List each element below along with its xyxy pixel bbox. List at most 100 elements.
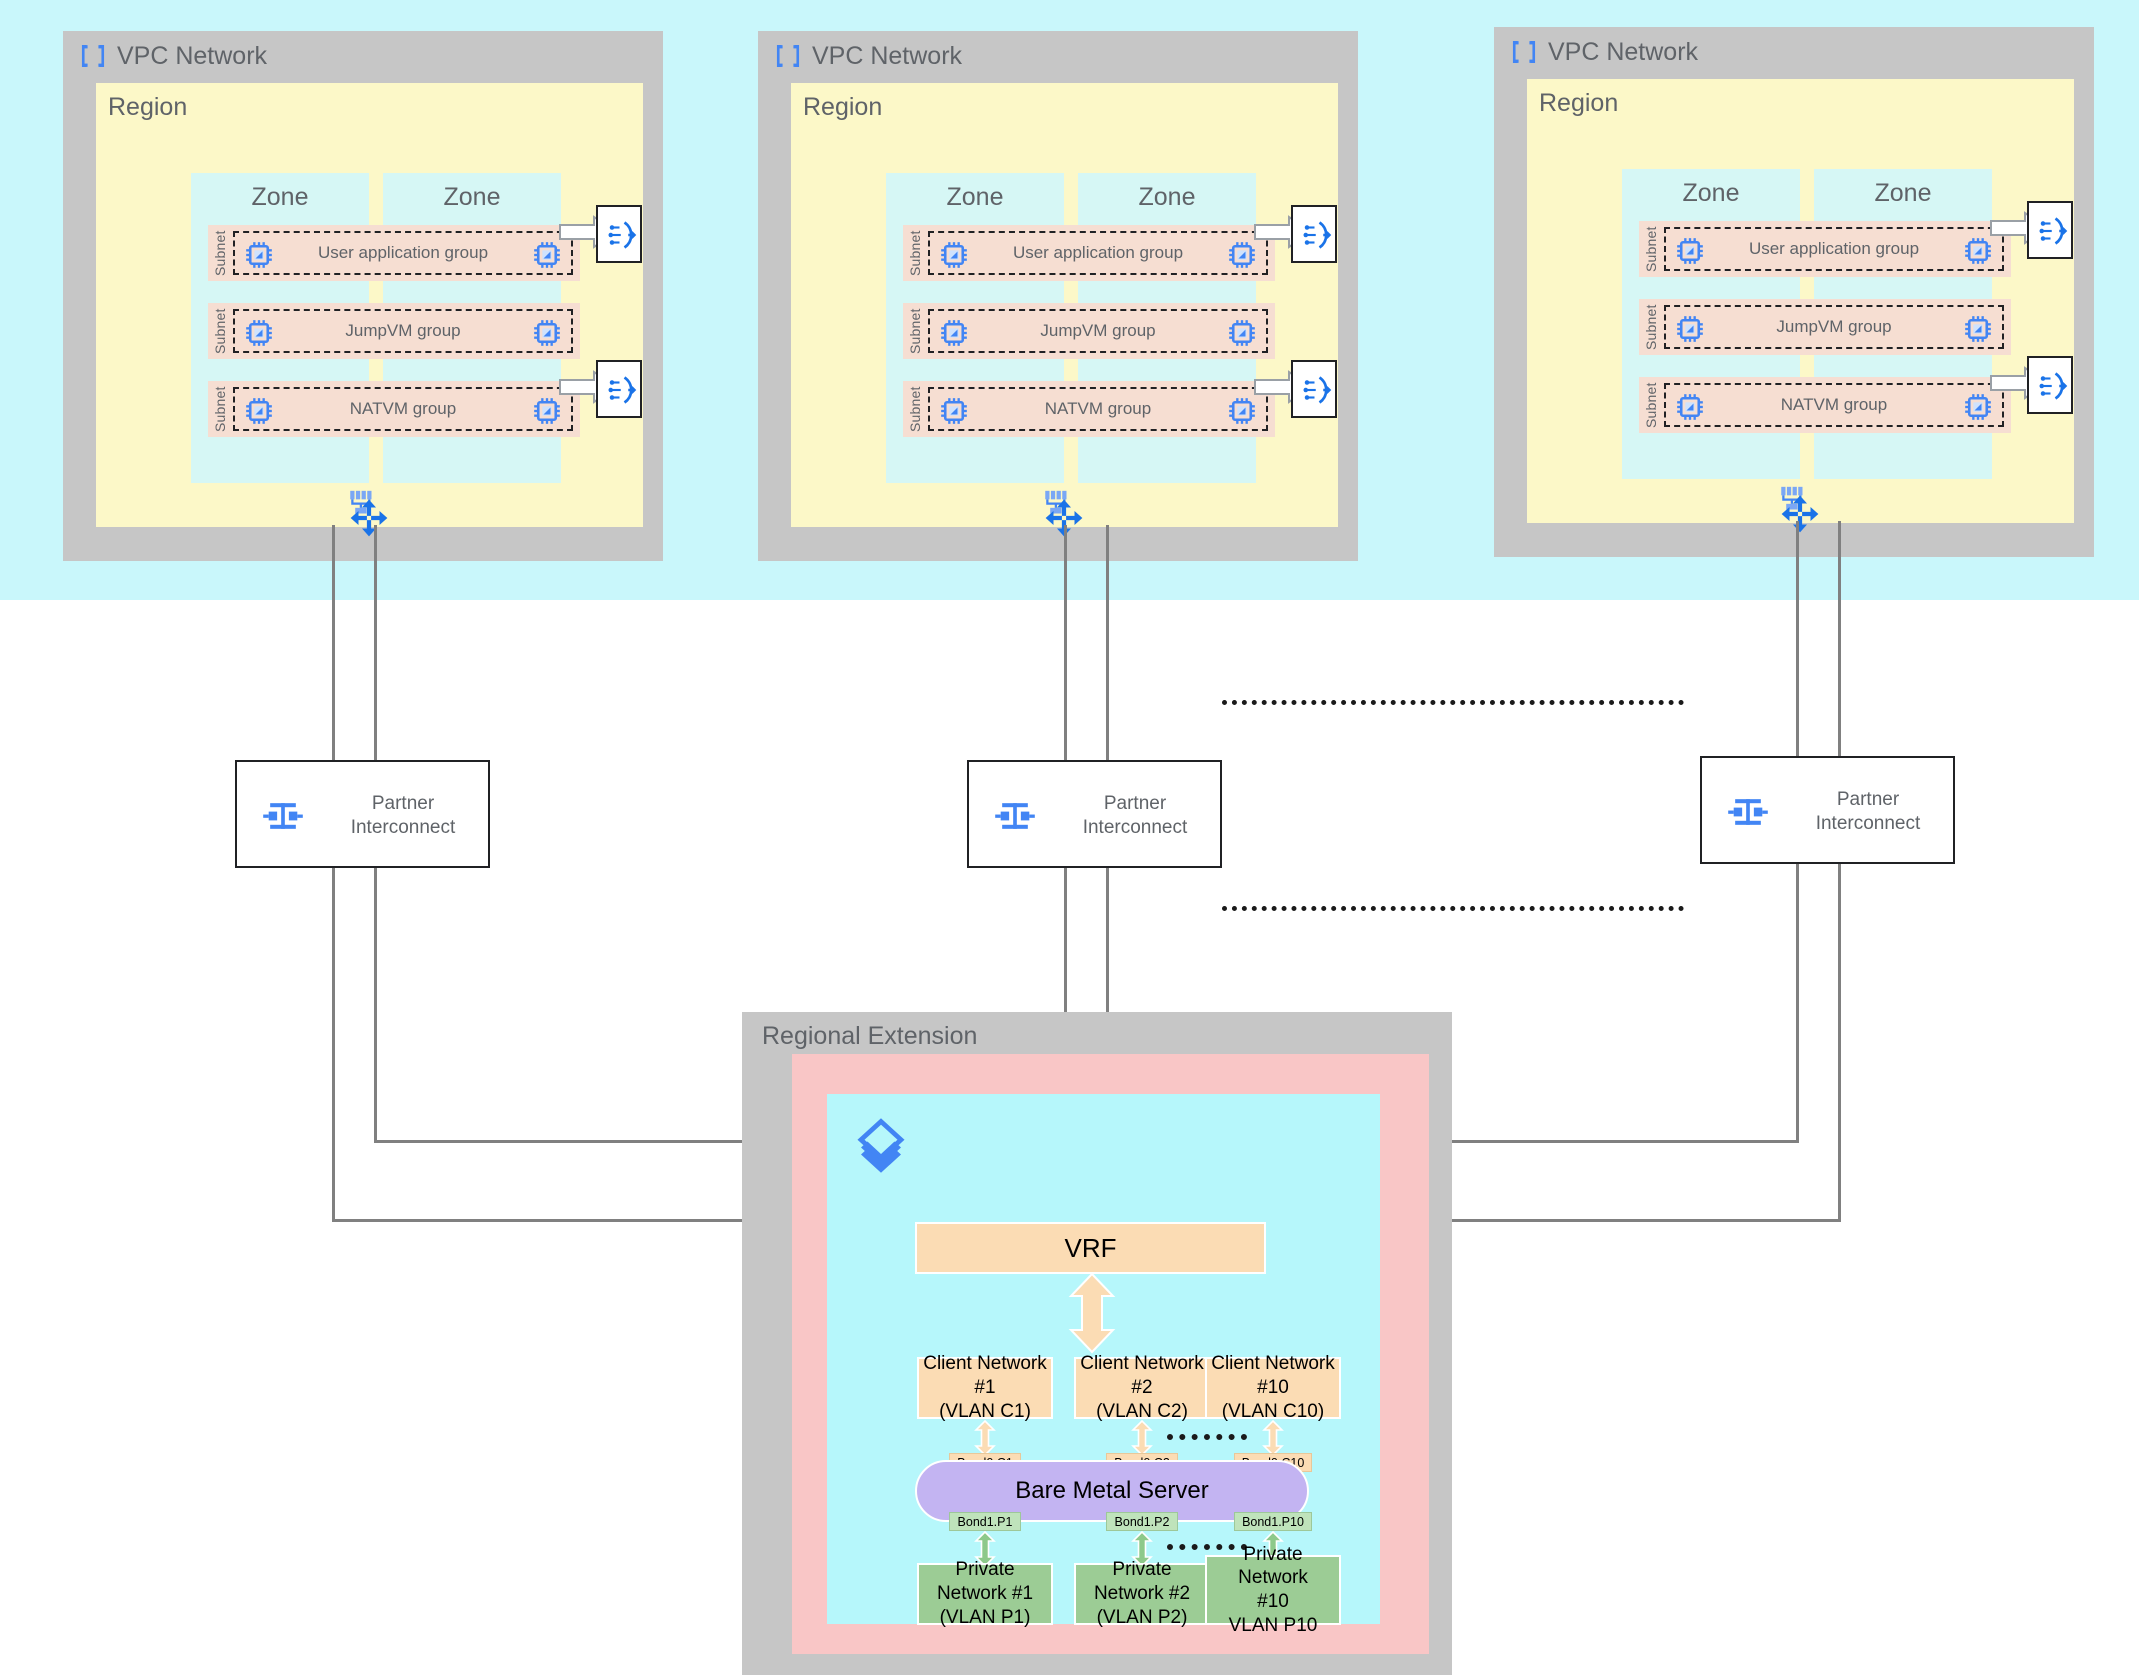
instance-group-natvm: NATVM group <box>233 387 573 431</box>
instance-group-jumpvm: JumpVM group <box>928 309 1268 353</box>
partner-interconnect-icon <box>1724 790 1772 834</box>
priv-line1: Private Network <box>1238 1543 1308 1589</box>
pi-line1: Partner <box>371 793 435 814</box>
vpc-network-icon <box>1511 39 1537 65</box>
wire-pi1-right-to-vrf <box>374 1140 851 1143</box>
vrf-box[interactable]: VRF <box>915 1222 1266 1274</box>
wire-vpc3-left-down <box>1796 521 1799 756</box>
pi-line1: Partner <box>1836 789 1900 810</box>
private-network-2[interactable]: Private Network #2 (VLAN P2) <box>1074 1559 1210 1628</box>
subnet-row-2-2: Subnet NATVM group <box>903 381 1275 437</box>
vpc-network-1: VPC Network Region Zone Zone Subnet User… <box>63 31 663 561</box>
instance-group-user-application: User application group <box>928 231 1268 275</box>
load-balancer-icon <box>1302 375 1332 405</box>
vpc-title-2: VPC Network <box>812 42 963 70</box>
load-balancer-icon <box>607 375 637 405</box>
load-balancer-box-3-top[interactable] <box>2027 201 2073 259</box>
wire-vpc1-left-down <box>332 525 335 760</box>
group-label: NATVM group <box>1044 399 1152 418</box>
client-line2: (VLAN C2) <box>1096 1400 1188 1422</box>
zone-title-2-a: Zone <box>946 183 1004 211</box>
vm-instance-icon <box>533 241 561 269</box>
client-network-label-1: Client Network #1 (VLAN C1) <box>919 1352 1051 1423</box>
region-title-3: Region <box>1539 89 1619 117</box>
client-line2: (VLAN C10) <box>1221 1400 1325 1422</box>
vpc-network-icon <box>775 43 801 69</box>
subnet-row-2-1: Subnet JumpVM group <box>903 303 1275 359</box>
load-balancer-box-2-top[interactable] <box>1291 205 1337 263</box>
cloud-router-icon <box>348 497 390 539</box>
subnet-side-label: Subnet <box>212 308 228 354</box>
wire-pi1-left-down <box>332 868 335 1222</box>
regional-extension-title: Regional Extension <box>762 1022 978 1050</box>
partner-interconnect-label-3: Partner Interconnect <box>1788 788 1948 836</box>
partner-interconnect-icon <box>259 794 307 838</box>
priv-line3: VLAN P10 <box>1228 1614 1318 1636</box>
wire-pi3-left-down <box>1796 864 1799 1140</box>
load-balancer-box-2-bottom[interactable] <box>1291 360 1337 418</box>
vm-instance-icon <box>940 397 968 425</box>
client-network-2[interactable]: Client Network #2 (VLAN C2) <box>1074 1353 1210 1422</box>
vpc-network-3: VPC Network Region Zone Zone Subnet User… <box>1494 27 2094 557</box>
instance-group-jumpvm: JumpVM group <box>1664 305 2004 349</box>
private-network-label-2: Private Network #2 (VLAN P2) <box>1076 1558 1208 1629</box>
region-title-1: Region <box>108 93 188 121</box>
region-2: Region Zone Zone Subnet User application… <box>791 83 1338 527</box>
client-network-1[interactable]: Client Network #1 (VLAN C1) <box>917 1353 1053 1422</box>
vm-instance-icon <box>1964 315 1992 343</box>
priv-line2: #10 <box>1257 1591 1289 1612</box>
wire-pi3-left-to-vrf <box>1322 1140 1799 1143</box>
wire-vpc2-left-down <box>1064 525 1067 760</box>
wire-vpc3-right-down <box>1838 521 1841 756</box>
vm-instance-icon <box>1676 393 1704 421</box>
group-label: User application group <box>1012 243 1184 262</box>
load-balancer-box-1-bottom[interactable] <box>596 360 642 418</box>
region-title-2: Region <box>803 93 883 121</box>
client-ellipsis <box>1167 1434 1247 1440</box>
group-label: User application group <box>1748 239 1920 258</box>
client-bond-arrow-2 <box>1131 1419 1153 1457</box>
subnet-row-1-0: Subnet User application group <box>208 225 580 281</box>
vm-instance-icon <box>533 397 561 425</box>
subnet-row-3-2: Subnet NATVM group <box>1639 377 2011 433</box>
partner-interconnect-icon <box>991 794 1039 838</box>
bond-tag-bond1-p1: Bond1.P1 <box>949 1512 1021 1531</box>
bond-tag-bond1-p2: Bond1.P2 <box>1106 1512 1178 1531</box>
vrf-label: VRF <box>1064 1232 1117 1263</box>
private-network-10[interactable]: Private Network #10 VLAN P10 <box>1205 1544 1341 1636</box>
load-balancer-box-1-top[interactable] <box>596 205 642 263</box>
vm-instance-icon <box>1676 315 1704 343</box>
instance-group-natvm: NATVM group <box>1664 383 2004 427</box>
client-line1: Client Network #2 <box>1080 1353 1204 1399</box>
vm-instance-icon <box>1228 397 1256 425</box>
vm-instance-icon <box>1676 237 1704 265</box>
priv-line2: (VLAN P2) <box>1096 1606 1188 1628</box>
subnet-row-3-0: Subnet User application group <box>1639 221 2011 277</box>
vm-instance-icon <box>1964 393 1992 421</box>
pi-line2: Interconnect <box>1815 812 1921 834</box>
client-network-10[interactable]: Client Network #10 (VLAN C10) <box>1205 1353 1341 1422</box>
bare-metal-server[interactable]: Bare Metal Server <box>915 1460 1309 1522</box>
instance-group-user-application: User application group <box>233 231 573 275</box>
cloud-router-icon <box>1779 493 1821 535</box>
vm-instance-icon <box>940 241 968 269</box>
subnet-row-3-1: Subnet JumpVM group <box>1639 299 2011 355</box>
private-network-1[interactable]: Private Network #1 (VLAN P1) <box>917 1559 1053 1628</box>
regional-extension-cyan-layer: VRF Client Network #1 (VLAN C1) Client N… <box>827 1094 1380 1636</box>
partner-interconnect-2[interactable]: Partner Interconnect <box>967 760 1222 868</box>
partner-interconnect-3[interactable]: Partner Interconnect <box>1700 756 1955 864</box>
group-label: NATVM group <box>1780 395 1888 414</box>
group-label: JumpVM group <box>1040 321 1156 340</box>
regional-extension: Regional Extension VRF <box>742 1012 1452 1675</box>
instance-group-natvm: NATVM group <box>928 387 1268 431</box>
load-balancer-icon <box>607 220 637 250</box>
subnet-side-label: Subnet <box>212 230 228 276</box>
load-balancer-box-3-bottom[interactable] <box>2027 356 2073 414</box>
client-network-label-10: Client Network #10 (VLAN C10) <box>1207 1352 1339 1423</box>
wire-pi3-right-to-vrf <box>1322 1219 1841 1222</box>
pi-line1: Partner <box>1103 793 1167 814</box>
partner-interconnect-1[interactable]: Partner Interconnect <box>235 760 490 868</box>
subnet-side-label: Subnet <box>907 230 923 276</box>
wire-pi3-right-down <box>1838 864 1841 1219</box>
priv-line1: Private Network #1 <box>936 1559 1034 1605</box>
